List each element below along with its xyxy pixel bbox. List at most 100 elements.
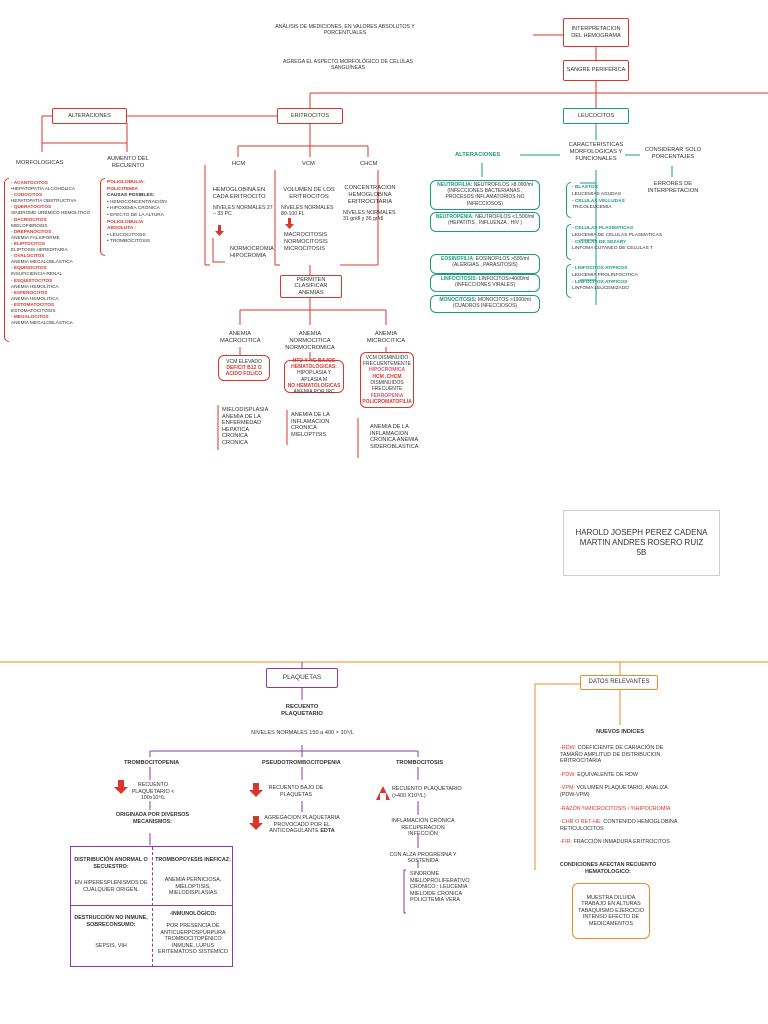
condiciones-label: CONDICIONES AFECTAN RECUENTO HEMATOLOGIC… xyxy=(559,862,657,875)
dato-value: COEFICIENTE DE CARIACIÓN DE TAMAÑO AMPLI… xyxy=(560,745,664,765)
aumento-item: POLIGLOBULIA- xyxy=(107,180,145,185)
hcm-desc: HEMOGLOBINA EN CADA ERITROCITO xyxy=(212,187,266,200)
micro-box-line: DISMINUIDOS xyxy=(370,380,404,386)
leuco-grp3-item: - LINFOCITOS ATIPICOS xyxy=(572,266,628,271)
inmunologico-text: POR PRESENCIA DE ANTICUERPOSPÚRPURA TROM… xyxy=(158,923,228,956)
vcm-result: MACROCITOSIS NORMOCITOSIS MICROCITOSIS xyxy=(284,232,328,252)
morfologica-item: - DREPANOCITOS xyxy=(11,228,52,234)
morfologica-item: - QUERATOCITOS xyxy=(11,204,52,210)
sangre-periferica-box: SANGRE PERIFÉRICA xyxy=(563,60,629,81)
eosinofilia-box: EOSINOFILIA: EOSINOFILOS >500/ml (ALERGI… xyxy=(430,254,540,274)
neutropenia-text: NEUTROFILOS <1.500/ml (HEPATITIS , INFLU… xyxy=(448,214,535,227)
dato-key: -RDW: xyxy=(560,745,577,751)
micro-box-line: VCM DISMINUIDO xyxy=(365,354,409,361)
monocitosis-text: MONOCITOS >1000/ml (CUADROS INFECCIOSOS) xyxy=(452,297,531,310)
dato-relevante-item: -CHR O RET-HE: CONTENIDO HEMOGLOBINA RET… xyxy=(560,819,680,832)
chcm-label: CHCM xyxy=(360,161,378,167)
linfocitosis-box: LINFOCITOSIS: LINFOCITOS>4000/ml (INFECC… xyxy=(430,274,540,292)
errores-label: ERRORES DE INTERPRETACION xyxy=(647,181,699,194)
datos-relevantes-box: DATOS RELEVANTES xyxy=(580,675,658,690)
destruccion-title: DESTRUCCIÓN NO INMUNE, SOBRECONSUMO: xyxy=(74,915,148,928)
leuco-grp2-item: LINFOMA CUTANEO DE CELULAS T xyxy=(572,246,653,252)
morfologica-item: - ESQUISTOCITOS xyxy=(11,277,53,283)
dato-relevante-item: -RDW: COEFICIENTE DE CARIACIÓN DE TAMAÑO… xyxy=(560,745,680,765)
morfologica-item: ESTOMATOCITOSIS xyxy=(11,307,56,313)
aumento-label: AUMENTO DEL RECUENTO xyxy=(107,156,149,169)
niveles-normales: NIVELES NORMALES 150 a 400 × 10⁹/L xyxy=(251,730,354,736)
leuco-alteraciones-label: ALTERACIONES xyxy=(455,152,501,158)
hcm-result: NORMOCROMIA HIPOCROMIA xyxy=(230,246,274,259)
dato-relevante-item: -RAZÓN %MICROCITOSIS / %HIPOCROMÍA xyxy=(560,806,680,813)
aumento-item: • LEUCOCITOSIS xyxy=(107,232,146,238)
morfologica-item: ANEMIA MEGALOBLÁSTICA xyxy=(11,320,73,326)
eosinofilia-text: : EOSINOFILOS >500/ml (ALERGIAS , PARASI… xyxy=(452,256,529,269)
leuco-grp2-item: - CELULAS DE SEZARY xyxy=(572,239,627,245)
ps-edta: EDTA xyxy=(320,828,335,834)
eosinofilia-key: EOSINOFILIA xyxy=(441,256,473,262)
morfologica-item: SINDROME URÉMICO HEMOLÍTICO xyxy=(11,210,91,216)
aumento-item: POLIGLOBULIA xyxy=(107,219,144,225)
alteraciones-box: ALTERACIONES xyxy=(52,108,127,124)
morfologica-item: - ACANTOCITOS xyxy=(11,180,48,185)
dato-key: -VPM: xyxy=(560,785,575,792)
vcm-label: VCM xyxy=(302,161,315,167)
morfologicas-label: MORFOLOGICAS xyxy=(16,160,64,166)
plaquetas-box: PLAQUETAS xyxy=(266,668,338,688)
leucocitos-box: LEUCOCITOS xyxy=(563,108,629,124)
normo-box-line: HEMATOLÓGICAS: xyxy=(291,363,337,370)
aumento-item: ABSOLUTA : xyxy=(107,226,137,232)
author-1: HAROLD JOSEPH PEREZ CADENA xyxy=(575,528,708,537)
dato-value: CONTENIDO HEMOGLOBINA RETICULOCITOS xyxy=(560,819,678,832)
morfologica-item: ANEMIA HEMOLÍTICA xyxy=(11,283,59,289)
note-analisis: ANÁLISIS DE MEDICIONES, EN VALORES ABSOL… xyxy=(275,24,415,37)
chcm-norm: NIVELES NORMALES 31 gr/dl y 36 gr/dl xyxy=(343,210,396,223)
morfologica-item: ELIPTOSIS HEREDITARIA xyxy=(11,247,68,253)
tb-inflamacion: INFLAMACIÓN CRÓNICA RECUPERACION INFECCI… xyxy=(391,818,455,837)
morfologica-item: - ELIPTOCITOS xyxy=(11,240,45,246)
permiten-clasificar-box: PERMITEN CLASIFICAR ANEMIAS xyxy=(280,275,342,298)
aumento-item: • HIPOXEMIA CRÓNICA xyxy=(107,206,160,212)
trombocitosis-label: TROMBOCITOSIS xyxy=(396,760,444,766)
leuco-grp2-item: LEUCEMIA DE CELULAS PLASMATICAS xyxy=(572,232,663,238)
dato-relevante-item: -FIR: FRACCIÓN INMADURA ERITROCITOS xyxy=(560,839,680,846)
neutrofilia-key: NEUTROFILIA: xyxy=(437,182,473,188)
neutrofilia-text: NEUTROFILOS >8.000/ml (INFECCIONES BACTE… xyxy=(445,182,533,207)
leuco-grp2-bracket xyxy=(566,224,571,260)
morfologicas-list: - ACANTOCITOS•HEPATOPATÍA ALCOHÓLICA- CO… xyxy=(11,180,90,326)
dato-key: -FIR: xyxy=(560,839,572,846)
destruccion-text: SEPSIS, VIH xyxy=(95,943,127,949)
eritrocitos-box: ERITROCITOS xyxy=(277,108,343,124)
leuco-grp1-item: TRICOLEUCEMIA xyxy=(572,205,612,211)
leuco-grp1-item: - CELULAS VELLUDAS xyxy=(572,198,625,204)
tb-alza: CON ALZA PROGRESNA Y SOSTENIDA xyxy=(389,852,457,865)
chcm-desc: CONCENTRACION HEMOGLOBINA ERITROCITARIA xyxy=(344,185,396,205)
morfologica-item: HEPATOPATÍA OBSTRUCTIVA xyxy=(11,198,77,204)
leuco-grp1-bracket xyxy=(566,182,571,218)
caracteristicas-label: CARACTERISTICAS MORFOLOGICAS Y FUNCIONAL… xyxy=(568,142,624,162)
micro-box-line: POLICROMATOFILIA xyxy=(362,398,412,405)
micro-box-line: HIPOCROMICA xyxy=(368,367,406,374)
leuco-grp3-item: LEUCEMIA PROLINFOCITICA xyxy=(572,272,638,278)
anemia-macrocitica-label: ANEMIA MACROCITICA xyxy=(220,331,261,344)
leuco-grp3-bracket xyxy=(566,264,571,298)
ps-agregacion: AGREGACION PLAQUETARIA PROVOCADO POR EL … xyxy=(262,815,342,835)
inmunologico-title: -INMUNOLÓGICO: xyxy=(169,911,217,917)
hcm-norm: NIVELES NORMALES 27 – 33 PC xyxy=(213,205,273,218)
aumento-item: • TROMBOCITOSIS xyxy=(107,239,151,245)
anemia-normocitica-label: ANEMIA NORMOCITICA NORMOCROMICA xyxy=(285,331,335,351)
macro-box-line: DEFICIT B12 O xyxy=(226,364,262,371)
normo-causes: ANEMIA DE LA INFLAMACION CRONICA MIELOPT… xyxy=(291,412,330,438)
dato-value: VOLUMEN PLAQUETARIO, ANALIZA (PDW-VPM) xyxy=(560,785,668,798)
micro-box-line: FERROPENIA xyxy=(370,392,404,399)
morfologica-item: - DACRIOCITOS xyxy=(11,216,47,222)
normo-box-line: ANEMIA POR IRC xyxy=(293,389,335,396)
aumento-item: CAUSAS POSIBLES: xyxy=(107,193,155,199)
mecanismos-grid: DISTRIBUCIÓN ANORMAL O SECUESTRO: EN HIP… xyxy=(70,846,233,967)
leuco-grp3-item: - LINFOCITOS ATIPICOS xyxy=(572,279,628,285)
condiciones-box: MUESTRA DILUIDA TRABAJO EN ALTURAS TABAQ… xyxy=(572,883,650,939)
vcm-norm: NIVELES NORMALES 80-100 FL xyxy=(281,205,334,218)
